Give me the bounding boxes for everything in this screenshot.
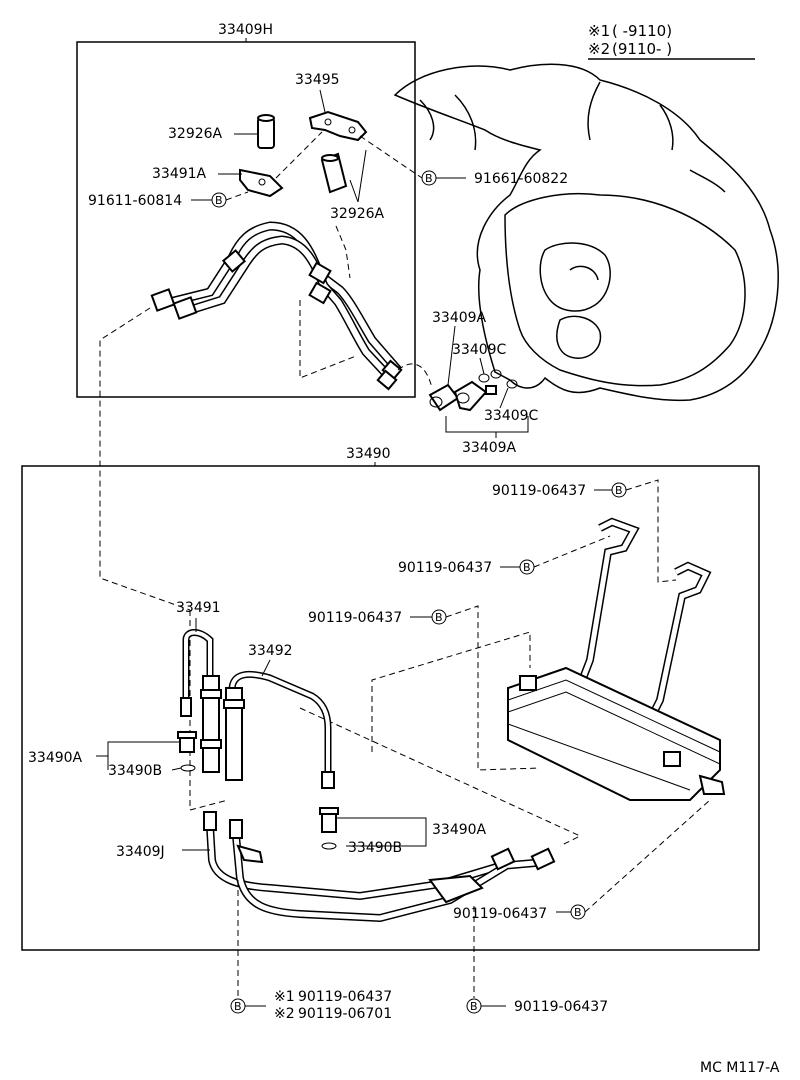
label-33409J: 33409J (116, 844, 165, 860)
bolt-letter: B (470, 1000, 478, 1013)
bolt-marker-b: B (611, 482, 627, 498)
legend-mark-1: ※1 (588, 22, 610, 40)
bracket-33495 (308, 110, 368, 142)
bolt-letter: B (215, 194, 223, 207)
label-33490A-left: 33490A (28, 750, 83, 766)
label-33491: 33491 (176, 600, 221, 616)
clamp-33491A (239, 168, 284, 198)
diagram-code: MC M117-A (700, 1060, 780, 1076)
plug-33490A-left (177, 731, 197, 772)
box-33490 (21, 465, 760, 951)
label-33495: 33495 (295, 72, 340, 88)
bottom-note-mark-2: ※2 (274, 1006, 295, 1022)
legend-range-1: ( -9110) (612, 22, 672, 40)
bolt-letter: B (425, 172, 433, 185)
label-33490B-right: 33490B (348, 840, 402, 856)
label-90119-c: 90119-06437 (308, 610, 402, 626)
bolt-letter: B (574, 906, 582, 919)
label-91661-60822: 91661-60822 (474, 171, 568, 187)
label-33490: 33490 (346, 446, 391, 462)
bottom-note-mark-1: ※1 (274, 989, 295, 1005)
pipe-33491 (180, 629, 222, 773)
legend-range-2: (9110- ) (612, 40, 672, 58)
bottom-note-1: 90119-06437 (298, 989, 392, 1005)
label-32926A-lower: 32926A (330, 206, 385, 222)
legend-mark-2: ※2 (588, 40, 610, 58)
label-32926A-top: 32926A (168, 126, 223, 142)
label-33491A: 33491A (152, 166, 207, 182)
bolt-letter: B (234, 1000, 242, 1013)
oil-cooler (507, 517, 726, 801)
label-33409C-top: 33409C (452, 342, 507, 358)
label-91611-60814: 91611-60814 (88, 193, 182, 209)
transmission-case (393, 63, 779, 402)
label-33409A-top: 33409A (432, 310, 487, 326)
bolt-marker-b: B (421, 170, 437, 186)
grommet-32926A-top (257, 114, 275, 149)
bottom-note-2: 90119-06701 (298, 1006, 392, 1022)
label-90119-d: 90119-06437 (453, 906, 547, 922)
tube-33409J (203, 811, 556, 923)
bolt-marker-b: B (570, 904, 586, 920)
label-33409H: 33409H (218, 22, 273, 38)
grommet-32926A-lower (320, 152, 348, 194)
label-90119-b: 90119-06437 (398, 560, 492, 576)
bolt-marker-b: B (466, 998, 482, 1014)
bolt-marker-b: B (230, 998, 246, 1014)
label-33490A-right: 33490A (432, 822, 487, 838)
legend: ※1 ( -9110) ※2 (9110- ) (588, 22, 755, 60)
label-33409C-bottom: 33409C (484, 408, 539, 424)
bolt-letter: B (435, 611, 443, 624)
bolt-marker-b: B (519, 559, 535, 575)
bolt-letter: B (615, 484, 623, 497)
bolt-marker-b: B (211, 192, 227, 208)
plug-33490A-right (319, 807, 339, 850)
pipe-33492 (223, 670, 335, 789)
label-90119-a: 90119-06437 (492, 483, 586, 499)
tube-assembly-upper (150, 221, 403, 391)
label-33409A-bottom: 33409A (462, 440, 517, 456)
union-fittings (428, 369, 518, 412)
label-33490B-left: 33490B (108, 763, 162, 779)
label-33492: 33492 (248, 643, 293, 659)
label-90119-e: 90119-06437 (514, 999, 608, 1015)
bolt-letter: B (523, 561, 531, 574)
bolt-marker-b: B (431, 609, 447, 625)
